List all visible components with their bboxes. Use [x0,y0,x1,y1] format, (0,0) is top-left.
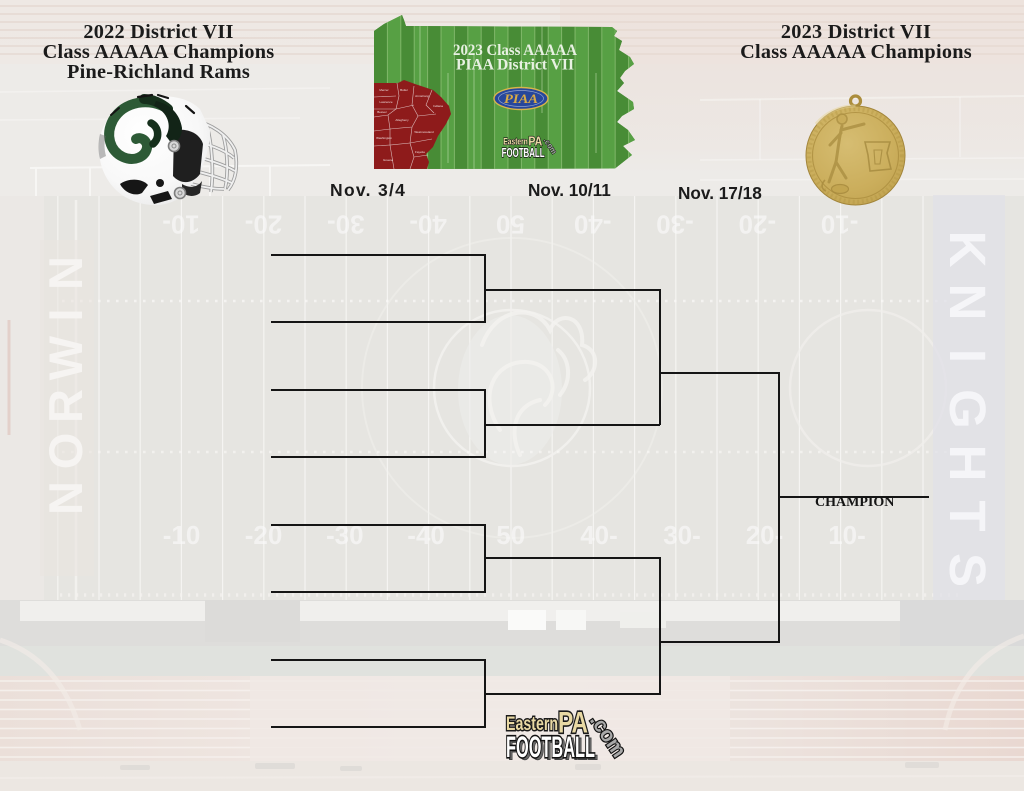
svg-text:R: R [39,389,92,423]
svg-text:Lawrence: Lawrence [379,100,392,104]
svg-text:N: N [39,481,92,515]
svg-text:S: S [939,553,996,587]
svg-text:PA: PA [558,707,588,740]
svg-text:Beaver: Beaver [377,110,387,114]
svg-text:K: K [939,231,996,268]
svg-text:PA: PA [528,134,542,149]
svg-text:30-: 30- [327,210,365,240]
svg-text:FOOTBALL: FOOTBALL [506,731,595,764]
svg-text:O: O [39,433,92,470]
svg-text:Eastern: Eastern [506,714,558,735]
svg-text:I: I [39,308,92,321]
svg-text:20-: 20- [245,210,283,240]
svg-text:-30: -30 [656,210,694,240]
svg-text:FOOTBALL: FOOTBALL [509,733,598,766]
svg-text:PIAA District VII: PIAA District VII [456,57,574,74]
svg-text:Allegheny: Allegheny [395,118,409,122]
svg-text:H: H [939,445,996,482]
svg-text:Washington: Washington [376,136,392,140]
svg-text:-10: -10 [821,210,859,240]
svg-text:40-: 40- [580,520,618,550]
svg-text:G: G [939,389,996,429]
svg-text:W: W [39,335,92,380]
svg-text:-40: -40 [574,210,612,240]
svg-text:-10: -10 [163,520,201,550]
svg-text:2023 Class AAAAA: 2023 Class AAAAA [453,42,577,59]
svg-text:N: N [39,256,92,290]
svg-text:Armstrong: Armstrong [415,94,429,98]
svg-text:40-: 40- [409,210,447,240]
svg-text:Greene: Greene [383,158,393,162]
svg-text:10-: 10- [162,210,200,240]
svg-text:-20: -20 [739,210,777,240]
svg-text:Fayette: Fayette [415,150,425,154]
svg-text:Eastern: Eastern [503,136,528,146]
svg-text:PIAA: PIAA [504,91,538,106]
svg-text:20-: 20- [746,520,784,550]
svg-text:T: T [939,500,996,531]
svg-text:50: 50 [496,520,525,550]
svg-text:N: N [939,284,996,321]
svg-text:FOOTBALL: FOOTBALL [502,145,545,160]
svg-text:Butler: Butler [400,88,408,92]
svg-text:Indiana: Indiana [433,104,443,108]
svg-text:10-: 10- [828,520,866,550]
svg-text:I: I [939,349,996,363]
svg-text:50: 50 [496,210,525,240]
svg-text:Westmoreland: Westmoreland [414,130,434,134]
svg-text:Mercer: Mercer [379,88,388,92]
svg-text:30-: 30- [663,520,701,550]
